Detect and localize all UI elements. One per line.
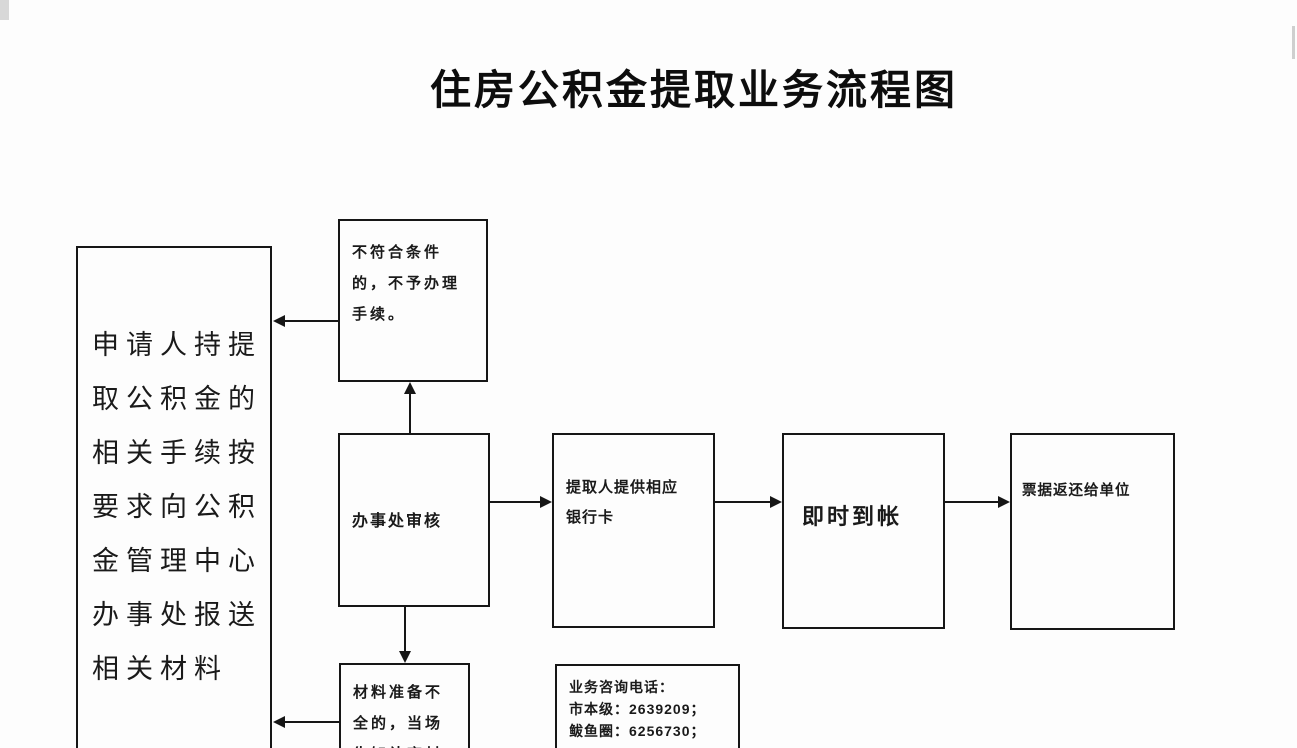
node-office-review: 办事处审核 xyxy=(338,433,490,607)
arrowhead-left-icon xyxy=(273,315,285,327)
hotline-phone-line: 鲅鱼圈：6256730； xyxy=(569,723,706,739)
node-text-line: 即时到帐 xyxy=(802,504,903,529)
connector-review-to-reject xyxy=(409,393,411,433)
node-text-line: 的，不予办理 xyxy=(352,275,461,292)
node-hotline-info: 业务咨询电话： 市本级：2639209； 鲅鱼圈：6256730； xyxy=(555,664,740,748)
node-reject-notice: 不符合条件 的，不予办理 手续。 xyxy=(338,219,488,382)
arrowhead-right-icon xyxy=(998,496,1010,508)
connector-review-to-bankcard xyxy=(490,501,541,503)
node-text-line: 取公积金的 xyxy=(92,384,262,414)
scan-artifact-top-left xyxy=(0,0,9,20)
node-text-line: 办事处审核 xyxy=(352,513,443,530)
node-text-line: 手续。 xyxy=(352,306,407,323)
node-applicant-submit-materials: 申请人持提 取公积金的 相关手续按 要求向公积 金管理中心 办事处报送 相关材料 xyxy=(76,246,272,748)
connector-review-to-incomplete xyxy=(404,607,406,652)
arrowhead-right-icon xyxy=(770,496,782,508)
node-text-line: 申请人持提 xyxy=(92,330,262,360)
node-text-line: 办事处报送 xyxy=(92,600,262,630)
node-text-line: 全的，当场 xyxy=(353,715,444,732)
node-provide-bank-card: 提取人提供相应 银行卡 xyxy=(552,433,715,628)
node-text-line: 银行卡 xyxy=(566,509,615,526)
node-incomplete-materials: 材料准备不 全的，当场 告知补齐材 xyxy=(339,663,470,748)
hotline-phone-line: 市本级：2639209； xyxy=(569,701,706,717)
arrowhead-down-icon xyxy=(399,651,411,663)
scan-artifact-top-right xyxy=(1292,26,1295,59)
node-text-line: 票据返还给单位 xyxy=(1022,483,1131,499)
node-text-line: 告知补齐材 xyxy=(353,739,464,748)
node-receipt-return: 票据返还给单位 xyxy=(1010,433,1175,630)
node-text-line: 相关手续按 xyxy=(92,438,262,468)
node-text-line: 相关材料 xyxy=(92,654,228,684)
hotline-title-line: 业务咨询电话： xyxy=(569,679,674,695)
node-text-line: 要求向公积 xyxy=(92,492,262,522)
arrowhead-up-icon xyxy=(404,382,416,394)
connector-bankcard-to-instant xyxy=(715,501,771,503)
connector-reject-to-applicant xyxy=(284,320,338,322)
connector-incomplete-to-applicant xyxy=(284,721,339,723)
node-text-line: 金管理中心 xyxy=(92,546,262,576)
arrowhead-left-icon xyxy=(273,716,285,728)
arrowhead-right-icon xyxy=(540,496,552,508)
node-text-line: 材料准备不 xyxy=(353,684,444,701)
node-text-line: 提取人提供相应 xyxy=(566,479,679,496)
node-text-line: 不符合条件 xyxy=(352,244,443,261)
flowchart-title: 住房公积金提取业务流程图 xyxy=(430,67,958,113)
connector-instant-to-receipt xyxy=(945,501,999,503)
node-instant-credit: 即时到帐 xyxy=(782,433,945,629)
